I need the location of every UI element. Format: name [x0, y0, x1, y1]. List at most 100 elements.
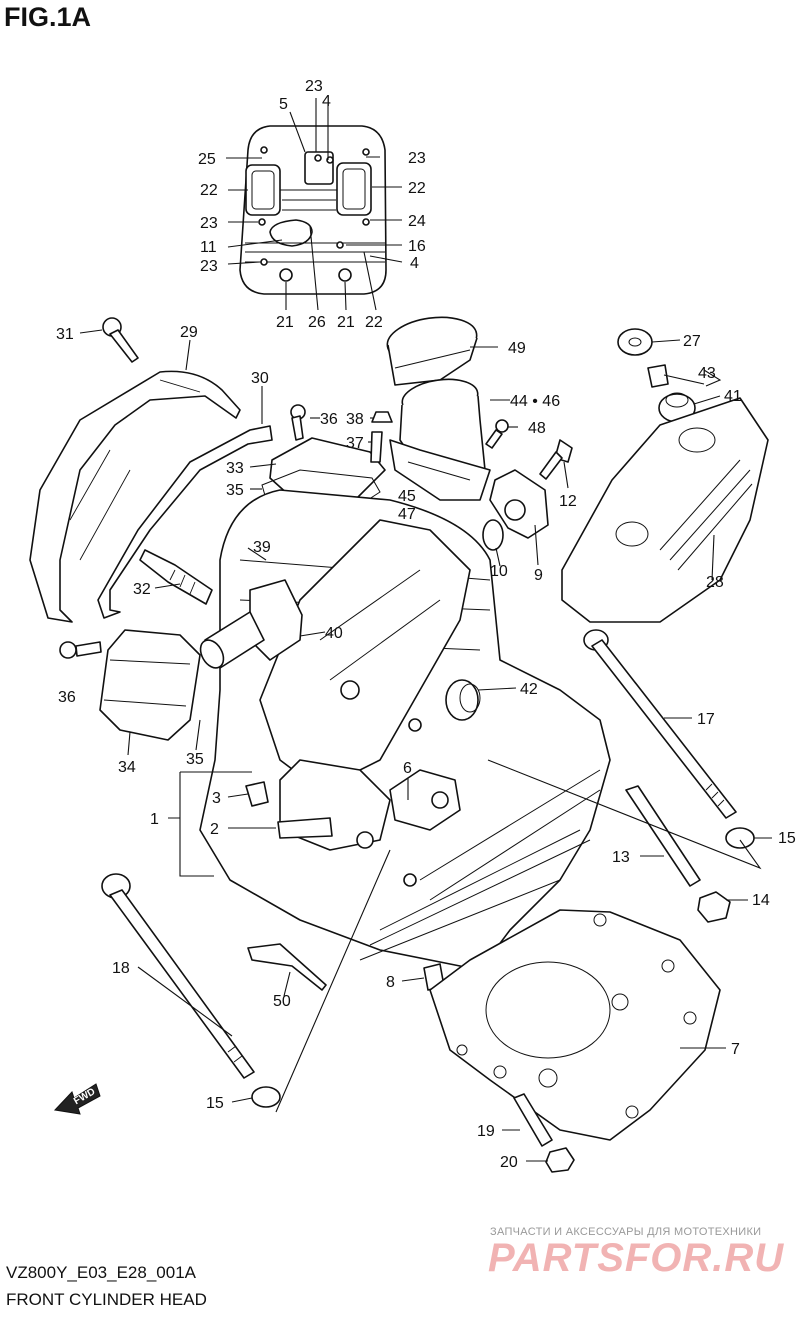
leader-lines [79, 98, 772, 1162]
callout-8: 8 [386, 974, 395, 991]
model-code: VZ800Y_E03_E28_001A [6, 1263, 196, 1282]
callout-32: 32 [133, 581, 151, 598]
callout-19: 19 [477, 1123, 495, 1140]
callout-21: 21 [276, 314, 294, 331]
side-cover-28 [561, 397, 769, 623]
spark-plug-32 [139, 549, 213, 605]
callout-10: 10 [490, 563, 508, 580]
bolt-31 [102, 317, 139, 363]
callout-2: 2 [210, 821, 219, 838]
sleeve-43 [647, 364, 669, 388]
callout-37: 37 [346, 435, 364, 452]
dowel-2 [277, 817, 333, 839]
forward-arrow-icon: FWD [53, 1083, 101, 1115]
tappet-cover-34 [99, 629, 201, 741]
callout-22: 22 [365, 314, 383, 331]
callout-14: 14 [752, 892, 770, 909]
callout-35: 35 [186, 751, 204, 768]
callout-7: 7 [731, 1041, 740, 1058]
washer-15-left [251, 1086, 281, 1108]
callout-28: 28 [706, 574, 724, 591]
callout-43: 43 [698, 365, 716, 382]
head-top-view-inset [239, 125, 387, 295]
callout-35: 35 [226, 482, 244, 499]
nut-38 [371, 411, 393, 423]
callout-9: 9 [534, 567, 543, 584]
callout-25: 25 [198, 151, 216, 168]
washer-15-right [725, 827, 755, 849]
callout-40: 40 [325, 625, 343, 642]
callout-30: 30 [251, 370, 269, 387]
callout-20: 20 [500, 1154, 518, 1171]
callout-50: 50 [273, 993, 291, 1010]
bolt-36-top [290, 404, 306, 441]
callout-11: 11 [200, 239, 217, 256]
callout-15: 15 [778, 830, 796, 847]
callout-16: 16 [408, 238, 426, 255]
callout-1: 1 [150, 811, 159, 828]
nut-20 [545, 1147, 575, 1173]
intake-pipe-44 [386, 316, 491, 501]
callout-36: 36 [58, 689, 76, 706]
o-ring-10 [482, 519, 504, 551]
nut-14 [697, 891, 731, 923]
callout-24: 24 [408, 213, 426, 230]
callout-44-46: 44 • 46 [510, 393, 560, 410]
callout-26: 26 [308, 314, 326, 331]
side-cover-29 [29, 370, 241, 623]
callout-23: 23 [305, 78, 323, 95]
gasket-30 [97, 425, 273, 619]
bolt-36-left [59, 641, 102, 659]
callout-4: 4 [410, 255, 419, 272]
callout-39: 39 [253, 539, 271, 556]
watermark-tagline: ЗАПЧАСТИ И АКСЕССУАРЫ ДЛЯ МОТОТЕХНИКИ [490, 1226, 762, 1238]
bolt-17 [583, 629, 737, 819]
stud-13 [625, 785, 701, 887]
callout-13: 13 [612, 849, 630, 866]
callout-38: 38 [346, 411, 364, 428]
stud-19 [513, 1093, 553, 1147]
water-outlet-39 [199, 579, 303, 669]
washer-27 [617, 328, 653, 356]
bolt-12 [539, 439, 573, 480]
page-title: FIG.1A [4, 2, 92, 32]
callout-12: 12 [559, 493, 577, 510]
callout-5: 5 [279, 96, 288, 113]
callout-3: 3 [212, 790, 221, 807]
figure-caption: FRONT CYLINDER HEAD [6, 1290, 207, 1309]
plug-42 [445, 679, 481, 721]
callout-6: 6 [403, 760, 412, 777]
callout-36: 36 [320, 411, 338, 428]
callout-21: 21 [337, 314, 355, 331]
callout-34: 34 [118, 759, 136, 776]
callout-31: 31 [56, 326, 74, 343]
callout-23: 23 [408, 150, 426, 167]
sensor-9 [489, 469, 549, 539]
callout-27: 27 [683, 333, 701, 350]
pin-3 [245, 781, 269, 807]
callout-22: 22 [408, 180, 426, 197]
callout-22: 22 [200, 182, 218, 199]
callout-42: 42 [520, 681, 538, 698]
callout-48: 48 [528, 420, 546, 437]
watermark-logo: PARTSFOR.RU [488, 1236, 785, 1280]
callout-4: 4 [322, 93, 331, 110]
callout-17: 17 [697, 711, 715, 728]
bolt-48 [485, 419, 509, 449]
callout-18: 18 [112, 960, 130, 977]
callout-45: 45 [398, 488, 416, 505]
callout-41: 41 [724, 388, 742, 405]
callout-23: 23 [200, 215, 218, 232]
stud-37 [370, 431, 383, 463]
callout-33: 33 [226, 460, 244, 477]
cylinder-head-body [199, 489, 611, 971]
callout-23: 23 [200, 258, 218, 275]
callout-49: 49 [508, 340, 526, 357]
callout-labels: 23 4 5 25 23 22 22 23 24 11 16 23 4 21 2… [56, 78, 796, 1171]
callout-47: 47 [398, 506, 416, 523]
callout-29: 29 [180, 324, 198, 341]
bolt-18 [101, 873, 255, 1079]
head-gasket-7 [429, 909, 721, 1141]
plate-50 [247, 943, 327, 991]
